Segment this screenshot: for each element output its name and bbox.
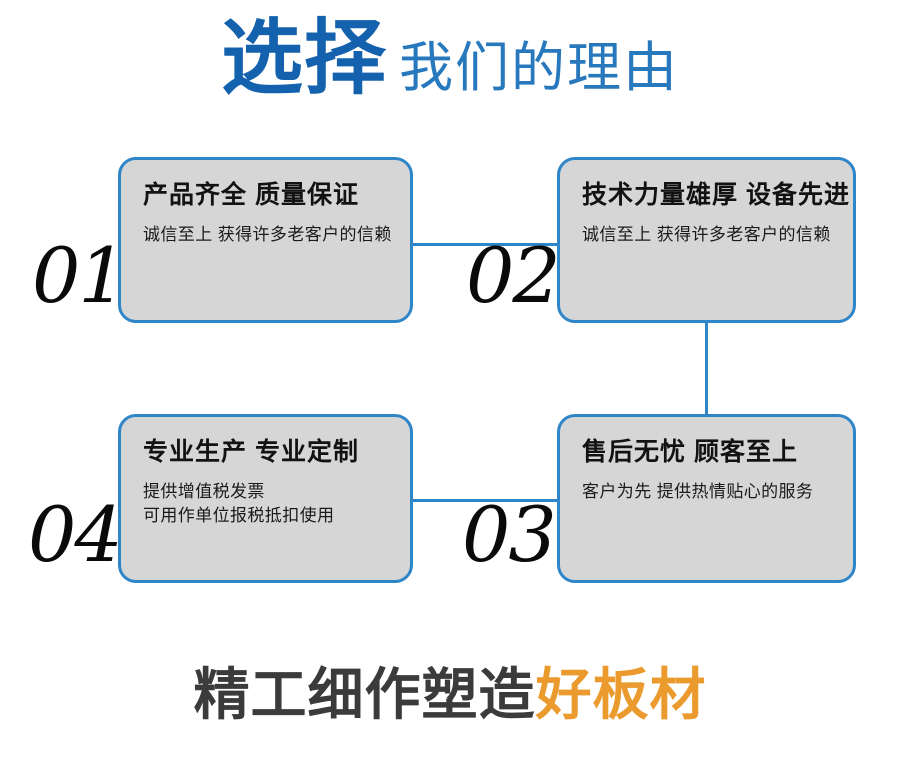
feature-card-04-content: 专业生产 专业定制 提供增值税发票 可用作单位报税抵扣使用 [121,417,410,529]
page-title-light: 我们的理由 [399,38,679,98]
connector-line-01-to-02 [404,243,574,246]
page-title-strong: 选择 [220,13,387,104]
feature-number-02: 02 [466,231,561,320]
feature-card-03[interactable]: 售后无忧 顾客至上 客户为先 提供热情贴心的服务 [557,414,856,583]
feature-card-03-description: 客户为先 提供热情贴心的服务 [582,481,814,501]
footer-slogan: 精工细作塑造好板材 [0,667,900,723]
connector-line-04-to-03 [404,499,574,502]
feature-card-04-title: 专业生产 专业定制 [143,438,359,466]
feature-card-02-description: 诚信至上 获得许多老客户的信赖 [582,224,831,244]
feature-card-01[interactable]: 产品齐全 质量保证 诚信至上 获得许多老客户的信赖 [118,157,413,323]
feature-card-04-description: 提供增值税发票 可用作单位报税抵扣使用 [143,481,335,526]
feature-card-02-title: 技术力量雄厚 设备先进 [582,181,850,209]
feature-card-02-content: 技术力量雄厚 设备先进 诚信至上 获得许多老客户的信赖 [560,160,853,247]
feature-number-03: 03 [462,490,557,579]
feature-card-04[interactable]: 专业生产 专业定制 提供增值税发票 可用作单位报税抵扣使用 [118,414,413,583]
feature-card-02[interactable]: 技术力量雄厚 设备先进 诚信至上 获得许多老客户的信赖 [557,157,856,323]
feature-number-04: 04 [28,490,123,579]
feature-card-01-description: 诚信至上 获得许多老客户的信赖 [143,224,392,244]
footer-slogan-dark: 精工细作塑造 [193,663,536,726]
footer-slogan-accent: 好板材 [535,663,707,726]
feature-card-01-title: 产品齐全 质量保证 [143,181,359,209]
feature-number-01: 01 [32,231,127,320]
connector-line-02-to-03 [705,318,708,418]
feature-card-03-content: 售后无忧 顾客至上 客户为先 提供热情贴心的服务 [560,417,853,504]
feature-card-03-title: 售后无忧 顾客至上 [582,438,798,466]
feature-card-01-content: 产品齐全 质量保证 诚信至上 获得许多老客户的信赖 [121,160,410,247]
page-title: 选择我们的理由 [0,18,900,100]
